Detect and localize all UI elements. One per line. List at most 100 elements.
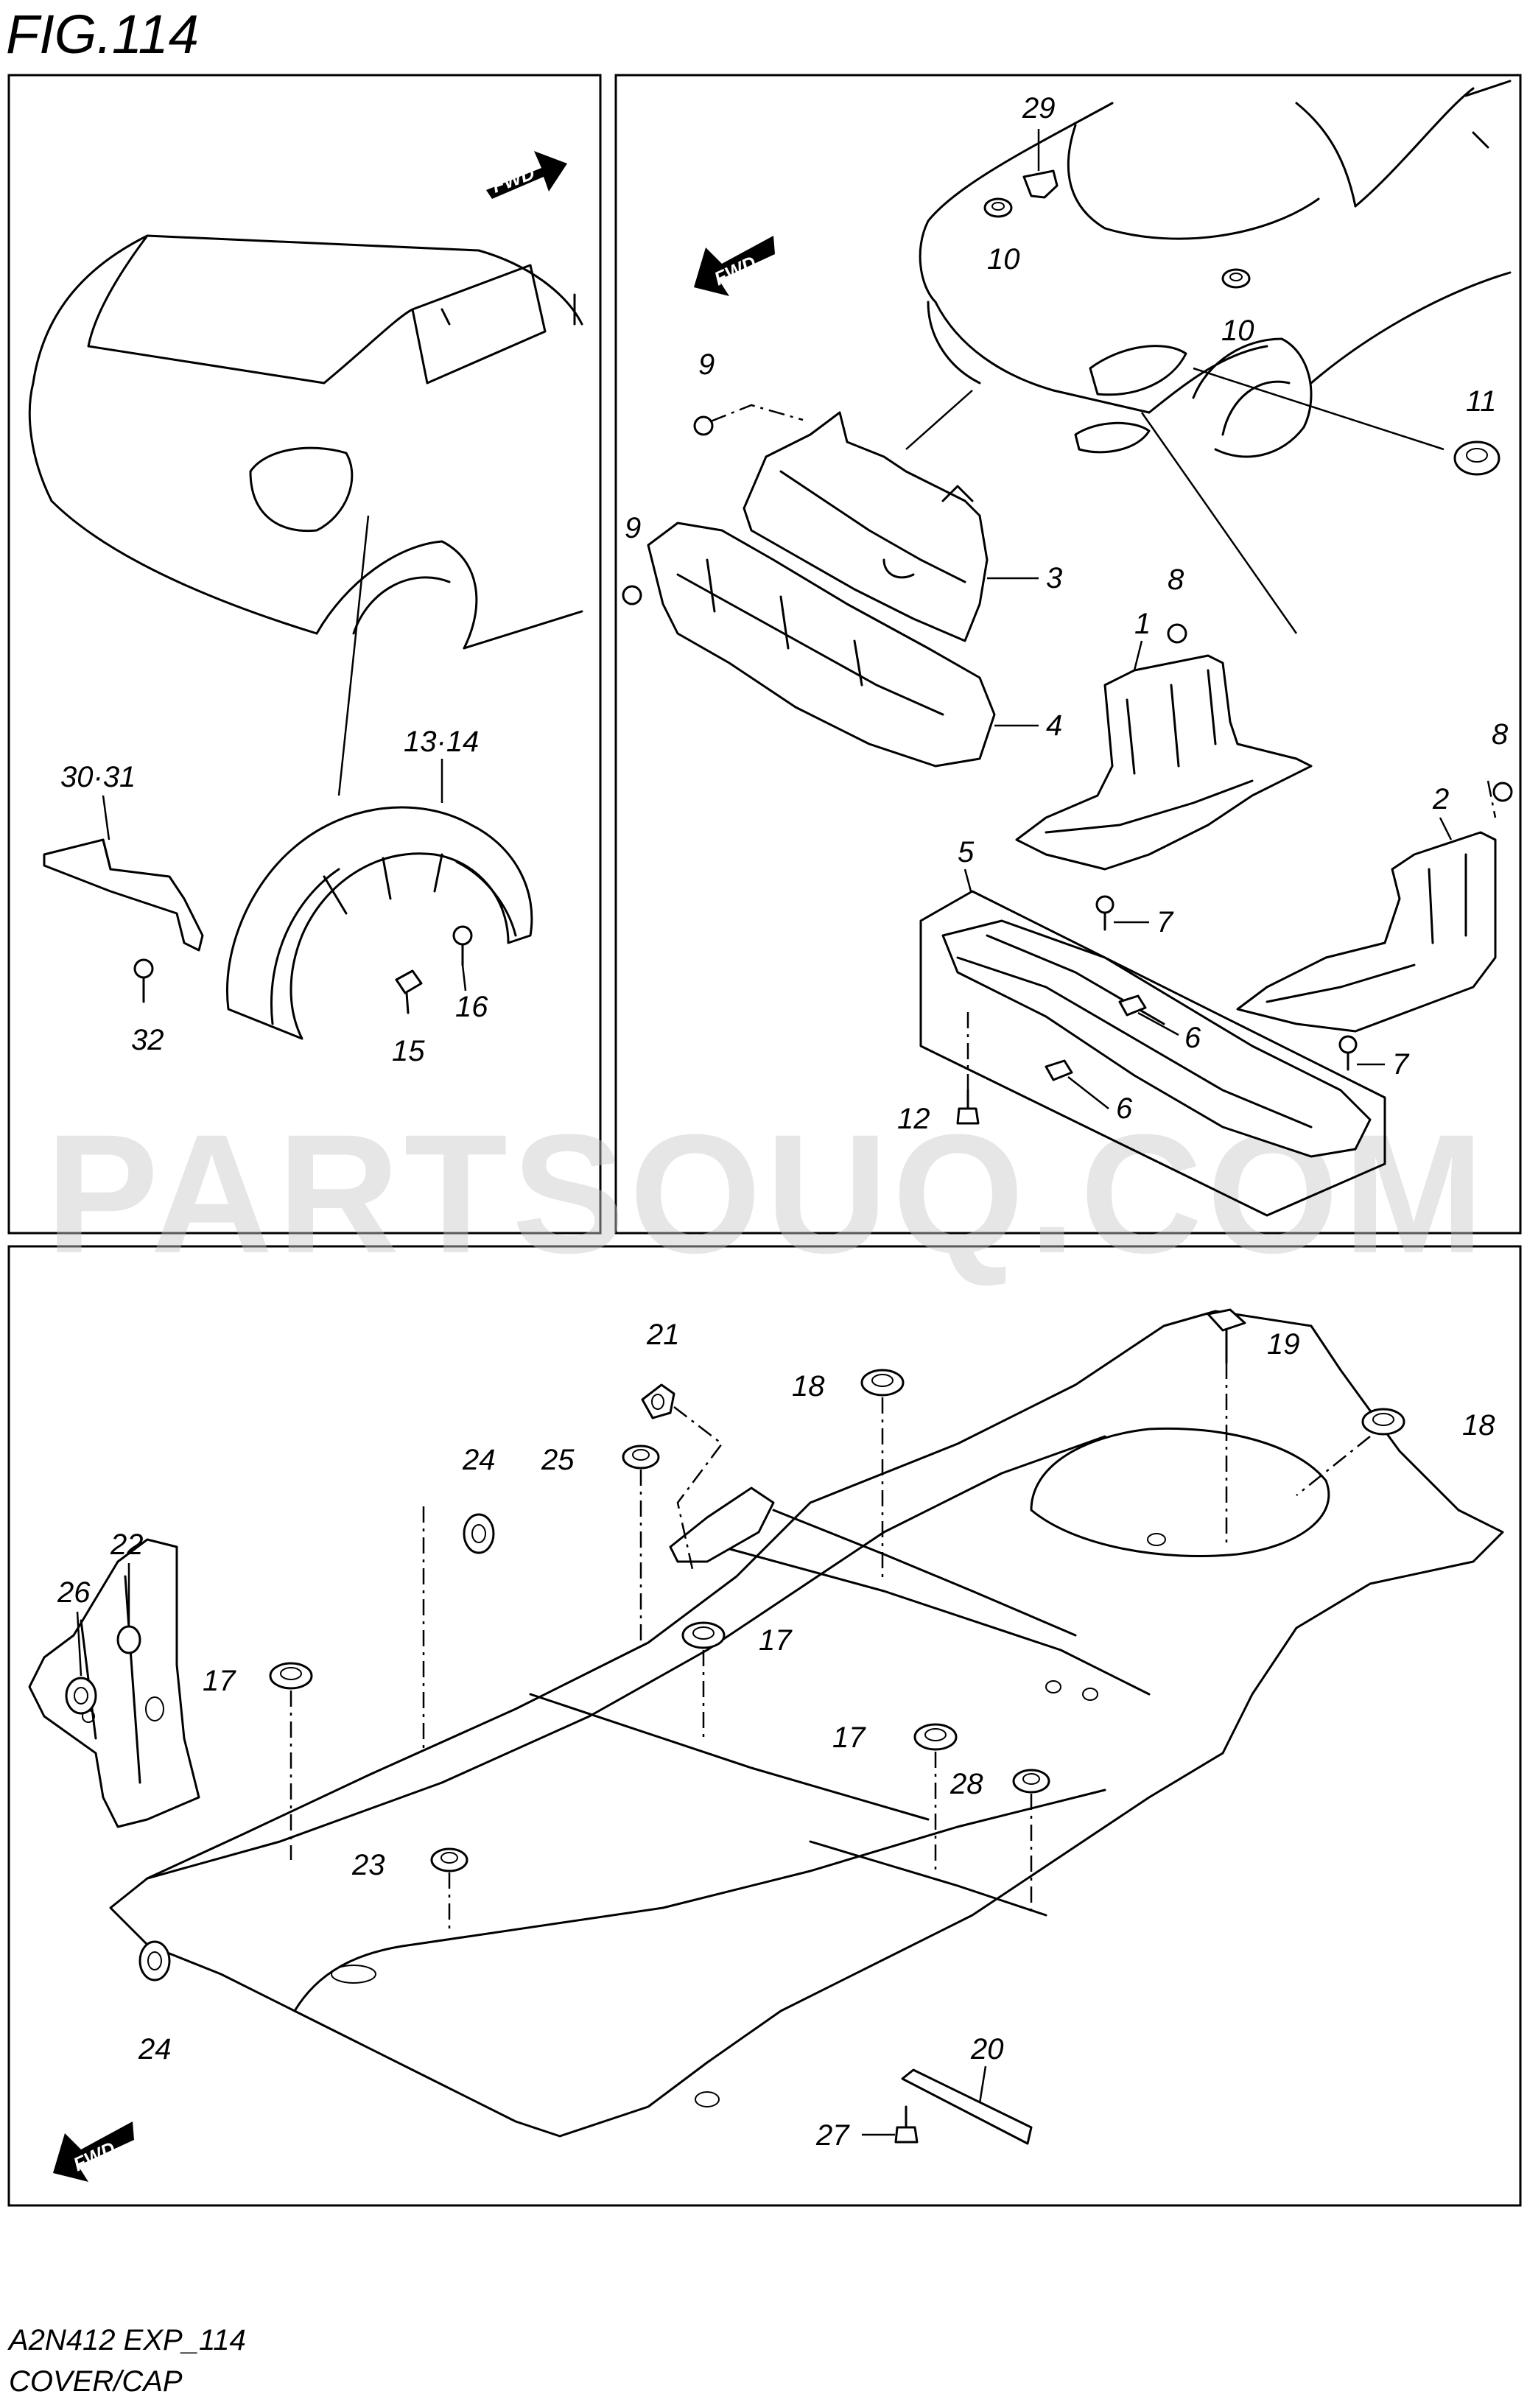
fwd-arrow-right-panel: FWD xyxy=(694,236,775,296)
leader-9a xyxy=(710,404,804,423)
callout-28: 28 xyxy=(949,1768,983,1800)
callout-15: 15 xyxy=(392,1035,425,1067)
panel-bottom xyxy=(7,1245,1522,2207)
part-bracket-4 xyxy=(647,522,996,768)
part-cap-10b xyxy=(1221,268,1251,289)
part-screw-7b xyxy=(1338,1035,1358,1071)
footer-name: COVER/CAP xyxy=(9,2365,183,2398)
callout-32: 32 xyxy=(131,1024,164,1056)
part-bracket-3 xyxy=(743,411,989,642)
leader-1 xyxy=(1133,640,1143,671)
callout-13-14: 13·14 xyxy=(404,726,479,758)
part-cap-29 xyxy=(1022,169,1059,199)
callout-9a: 9 xyxy=(698,348,715,381)
leader-cap-11 xyxy=(1193,367,1444,451)
callout-26: 26 xyxy=(57,1576,91,1609)
callout-11: 11 xyxy=(1466,385,1497,418)
part-grommet-17b xyxy=(681,1621,726,1649)
part-grommet-17c xyxy=(913,1723,958,1751)
part-grommet-22 xyxy=(116,1625,141,1654)
footer-code: A2N412 EXP_114 xyxy=(7,2324,246,2356)
part-screw-8b xyxy=(1492,782,1513,802)
callout-29: 29 xyxy=(1022,92,1056,124)
callout-24a: 24 xyxy=(462,1444,496,1476)
callout-5: 5 xyxy=(958,836,975,868)
leader-20 xyxy=(978,2065,987,2104)
callout-17b: 17 xyxy=(759,1624,793,1657)
fwd-label: FWD xyxy=(489,161,538,197)
part-grommet-24a xyxy=(463,1513,495,1554)
part-floor-under-cover xyxy=(109,1310,1504,2138)
callout-9b: 9 xyxy=(625,512,641,544)
leader-2 xyxy=(1439,817,1453,840)
callout-18a: 18 xyxy=(792,1370,825,1403)
part-under-cover-1 xyxy=(1015,654,1313,871)
panel-left xyxy=(7,74,602,1235)
part-nut-6b xyxy=(1045,1059,1073,1081)
callout-10b: 10 xyxy=(1221,315,1254,347)
car-outline-left xyxy=(28,234,583,650)
part-bolt-12 xyxy=(956,1089,980,1125)
callout-22: 22 xyxy=(110,1528,144,1561)
callout-7a: 7 xyxy=(1156,906,1174,938)
part-side-panel xyxy=(28,1538,200,1828)
part-grommet-18b xyxy=(1361,1408,1405,1436)
part-grommet-28 xyxy=(1012,1769,1050,1794)
part-nut-6a xyxy=(1118,994,1147,1017)
part-grommet-11 xyxy=(1453,440,1500,476)
part-grommet-17a xyxy=(269,1662,313,1690)
leader-wheel-liner xyxy=(337,515,370,796)
leader-21 xyxy=(673,1406,723,1570)
part-grommet-24b xyxy=(138,1940,171,1981)
callout-30-31: 30·31 xyxy=(60,761,136,793)
part-under-cover-2 xyxy=(1236,831,1497,1033)
callout-3: 3 xyxy=(1046,562,1062,594)
fwd-arrow-bottom-panel: FWD xyxy=(53,2121,134,2182)
part-screw-7a xyxy=(1095,895,1114,931)
callout-10a: 10 xyxy=(987,243,1020,275)
callout-8b: 8 xyxy=(1492,718,1509,751)
leader-16 xyxy=(461,964,467,991)
leader-bumper-upper xyxy=(905,390,973,450)
callout-12: 12 xyxy=(897,1103,930,1135)
callout-17a: 17 xyxy=(203,1665,236,1697)
callout-8a: 8 xyxy=(1168,564,1184,596)
callout-18b: 18 xyxy=(1462,1409,1495,1442)
callout-24b: 24 xyxy=(138,2033,172,2065)
figure-title: FIG.114 xyxy=(6,4,199,65)
callout-23: 23 xyxy=(351,1849,385,1881)
callout-19: 19 xyxy=(1267,1328,1300,1361)
part-strip-20 xyxy=(901,2068,1033,2145)
leader-6b xyxy=(1067,1076,1109,1109)
callout-1: 1 xyxy=(1134,608,1151,640)
leader-bumper-lower xyxy=(1140,412,1298,634)
leader-8b xyxy=(1486,780,1497,818)
part-grommet-23 xyxy=(430,1847,468,1872)
callout-20: 20 xyxy=(970,2033,1004,2065)
leader-18b xyxy=(1296,1436,1371,1496)
callout-17c: 17 xyxy=(832,1721,866,1754)
part-screw-32 xyxy=(133,958,154,1003)
part-screw-9a xyxy=(693,415,714,436)
callout-2: 2 xyxy=(1432,783,1449,815)
part-clip-15 xyxy=(395,969,423,1014)
part-duct xyxy=(669,1486,775,1563)
car-outline-right xyxy=(919,80,1512,458)
part-bracket-30-31 xyxy=(43,838,204,952)
leader-5 xyxy=(963,868,972,892)
leader-6a xyxy=(1137,1011,1179,1036)
callout-25: 25 xyxy=(541,1444,575,1476)
part-cap-10a xyxy=(983,197,1013,218)
callout-6b: 6 xyxy=(1116,1092,1133,1125)
part-grommet-25 xyxy=(622,1445,660,1470)
part-grommet-26 xyxy=(65,1677,97,1715)
part-screw-9b xyxy=(622,585,642,605)
part-screw-16 xyxy=(452,925,473,966)
callout-16: 16 xyxy=(455,991,488,1023)
callout-4: 4 xyxy=(1046,709,1062,742)
callout-21: 21 xyxy=(646,1319,680,1351)
part-bolt-27 xyxy=(894,2105,919,2144)
part-clip-21 xyxy=(641,1383,675,1419)
fwd-arrow-left-panel: FWD xyxy=(486,151,567,199)
